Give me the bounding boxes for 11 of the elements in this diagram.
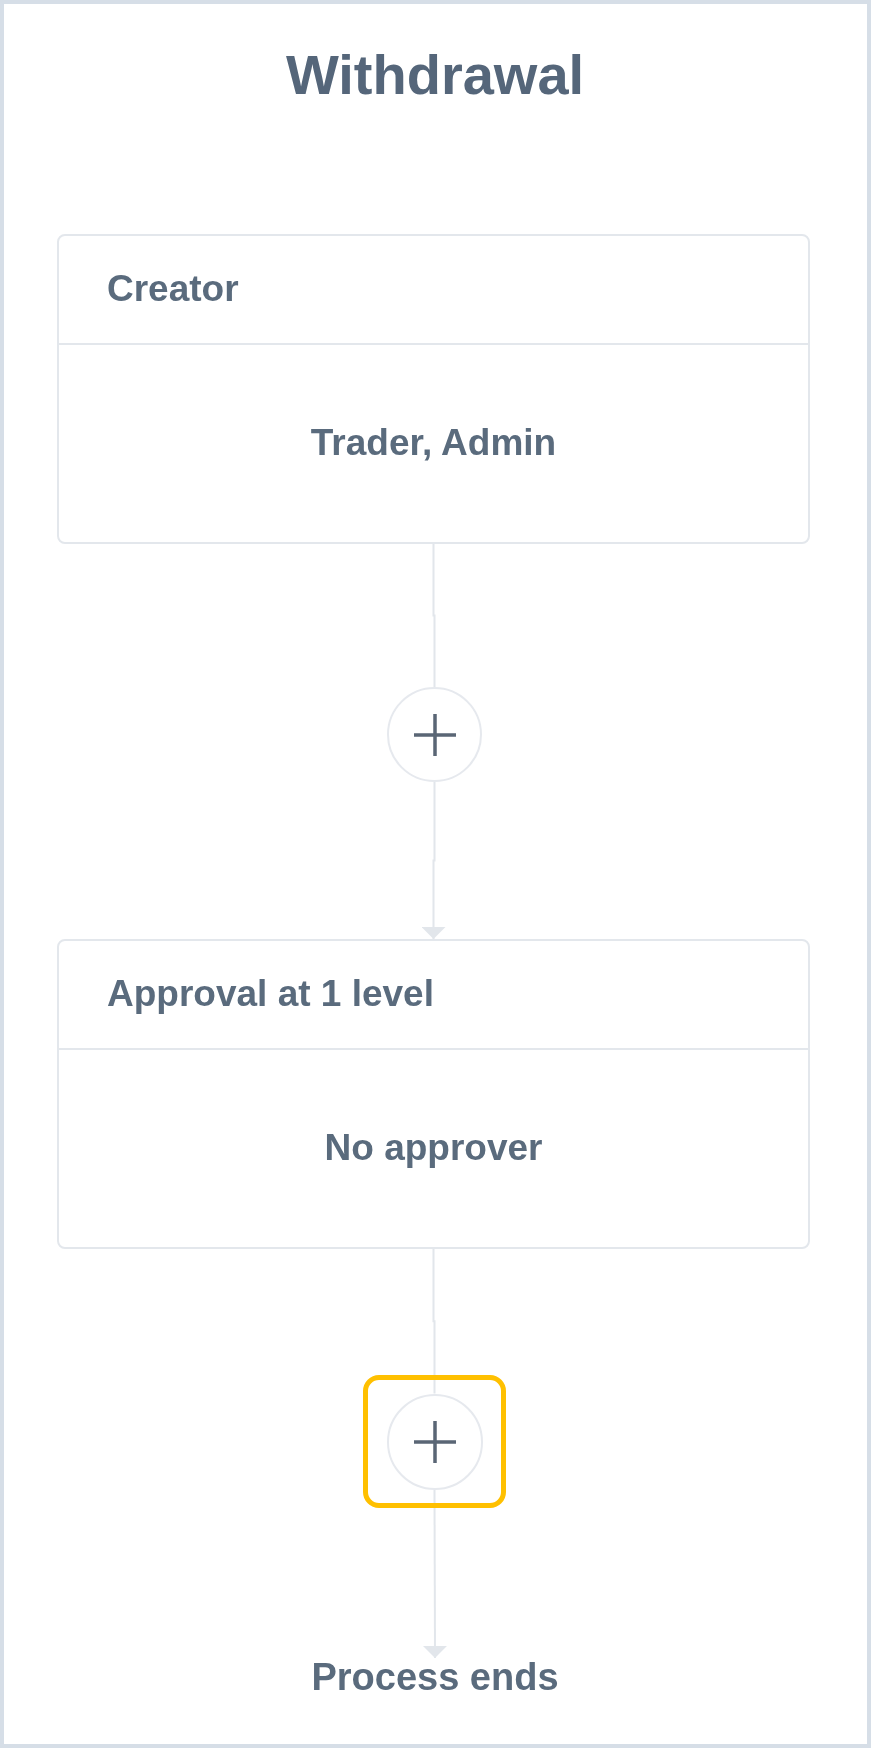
- end-text: Process ends: [311, 1658, 559, 1696]
- step-card: [57, 939, 810, 1249]
- card-body-text: Trader, Admin: [310, 423, 557, 464]
- card-heading: Creator: [107, 269, 239, 310]
- arrow: [422, 1488, 447, 1659]
- highlight-frame: [363, 1375, 506, 1508]
- arrow: [421, 781, 446, 940]
- step-card: [57, 234, 810, 544]
- diagram-title: Withdrawal: [285, 47, 585, 103]
- card-body-text: No approver: [324, 1128, 543, 1169]
- card-heading: Approval at 1 level: [107, 974, 434, 1015]
